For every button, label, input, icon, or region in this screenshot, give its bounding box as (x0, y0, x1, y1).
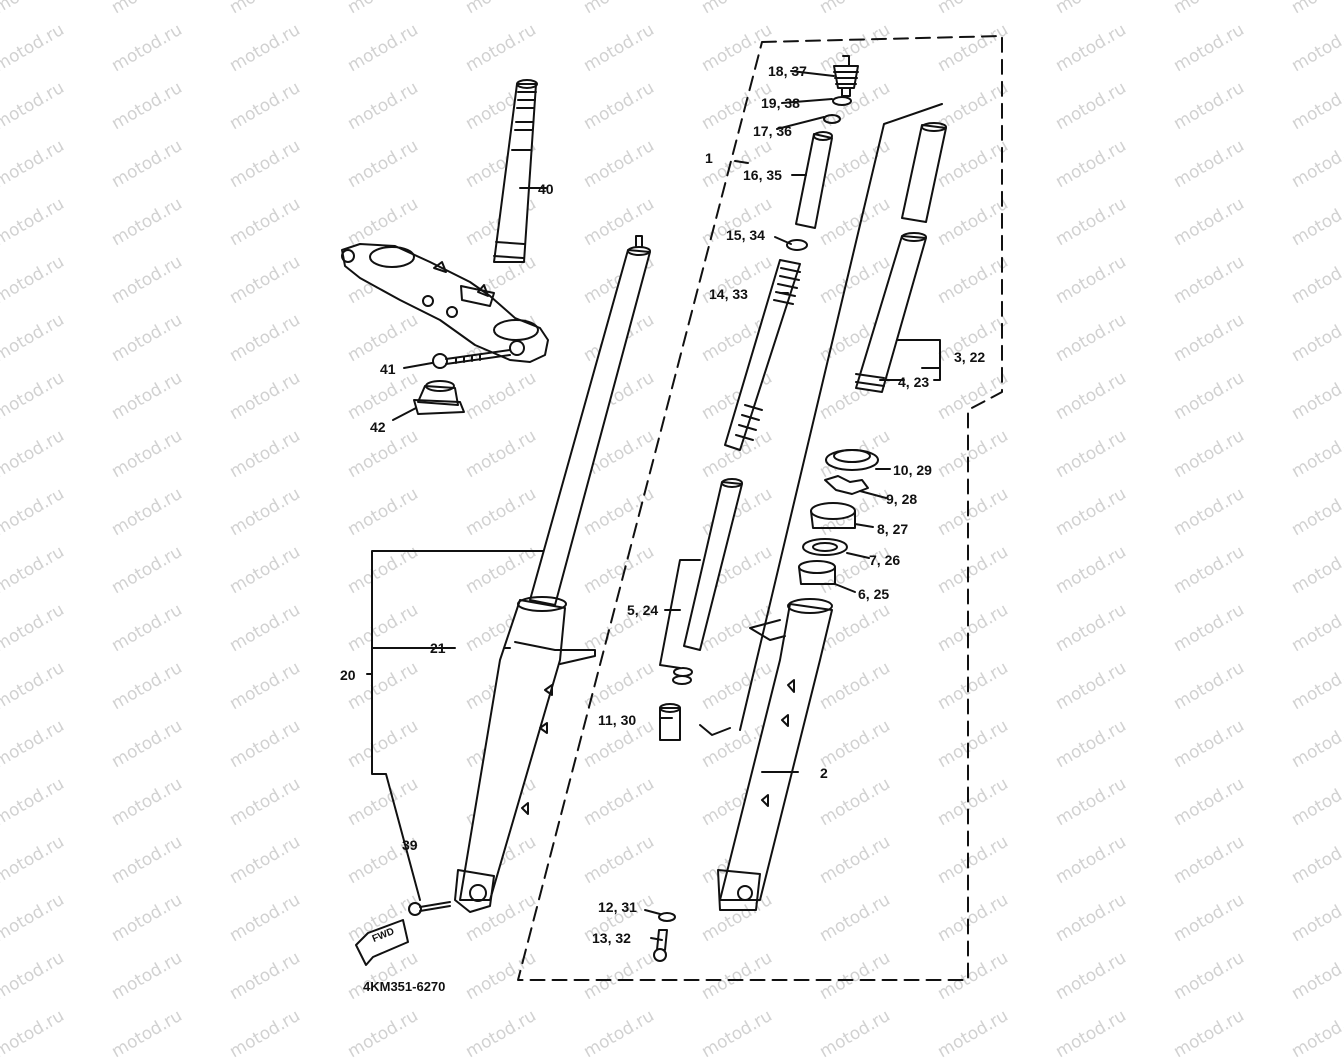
spring-seat-15 (786, 239, 808, 251)
label-2: 2 (820, 765, 828, 781)
label-9-28: 9, 28 (886, 491, 918, 507)
label-18-37: 18, 37 (768, 63, 807, 79)
label-14-33: 14, 33 (709, 286, 748, 302)
watermark-text: motod.ru (108, 1005, 186, 1062)
label-5-24: 5, 24 (627, 602, 659, 618)
bushing-6 (798, 560, 836, 585)
label-19-38: 19, 38 (761, 95, 800, 111)
part-code: 4KM351-6270 (363, 979, 446, 994)
watermark-text: motod.ru (580, 1005, 658, 1062)
watermark-text: motod.ru (698, 1005, 776, 1062)
watermark-text: motod.ru (1170, 1005, 1248, 1062)
label-41: 41 (380, 361, 396, 377)
right-outer-tube (717, 598, 833, 911)
leader-lines (366, 70, 941, 941)
left-inner-tube (529, 235, 651, 606)
left-outer-tube (454, 596, 596, 913)
label-4-23: 4, 23 (898, 374, 930, 390)
bolt-41 (432, 349, 511, 369)
watermark-text: motod.ru (344, 1005, 422, 1062)
label-3-22: 3, 22 (954, 349, 986, 365)
label-17-36: 17, 36 (753, 123, 792, 139)
damper-rod-bolt-18 (833, 55, 859, 97)
watermark-text: motod.ru (462, 1005, 540, 1062)
oil-lock-piece-11 (659, 703, 681, 741)
watermark-text: motod.ru (1288, 1005, 1344, 1062)
steering-stem (493, 79, 538, 263)
diagram-canvas (341, 35, 1003, 981)
label-1: 1 (705, 150, 713, 166)
watermark-text: motod.ru (1052, 1005, 1130, 1062)
damper-rod-bracket (659, 559, 731, 736)
label-7-26: 7, 26 (869, 552, 901, 568)
label-20: 20 (340, 667, 356, 683)
dust-seal-10 (825, 449, 879, 471)
label-42: 42 (370, 419, 386, 435)
label-8-27: 8, 27 (877, 521, 909, 537)
spacer-16 (795, 131, 833, 229)
watermark-text: motod.ru (816, 1005, 894, 1062)
label-39: 39 (402, 837, 418, 853)
bolt-13 (653, 929, 668, 962)
fwd-arrow-icon (355, 919, 409, 966)
right-inner-tube-lower (855, 232, 927, 393)
label-11-30: 11, 30 (598, 712, 637, 728)
washer-17 (823, 114, 841, 124)
label-16-35: 16, 35 (743, 167, 782, 183)
watermark-text: motod.ru (934, 1005, 1012, 1062)
watermark-text: motod.ru (226, 1005, 304, 1062)
label-10-29: 10, 29 (893, 462, 932, 478)
bolt-39 (408, 901, 451, 916)
fork-spring-14 (724, 259, 801, 451)
label-21: 21 (430, 640, 446, 656)
o-ring-19 (832, 96, 852, 106)
label-12-31: 12, 31 (598, 899, 637, 915)
cap-42 (413, 380, 465, 415)
inner-tube-callout (739, 103, 943, 731)
assembly-boundary (517, 35, 1003, 981)
right-inner-tube-upper (901, 122, 947, 223)
label-15-34: 15, 34 (726, 227, 765, 243)
washer-12 (658, 912, 676, 922)
watermark-text: motod.ru (0, 1005, 68, 1062)
label-40: 40 (538, 181, 554, 197)
under-bracket (341, 243, 549, 363)
rebound-spring (672, 667, 693, 685)
damper-rod-5 (683, 478, 743, 651)
label-6-25: 6, 25 (858, 586, 890, 602)
washer-7 (802, 538, 848, 556)
label-13-32: 13, 32 (592, 930, 631, 946)
oil-seal-8 (810, 502, 856, 529)
clip-9 (824, 475, 869, 495)
